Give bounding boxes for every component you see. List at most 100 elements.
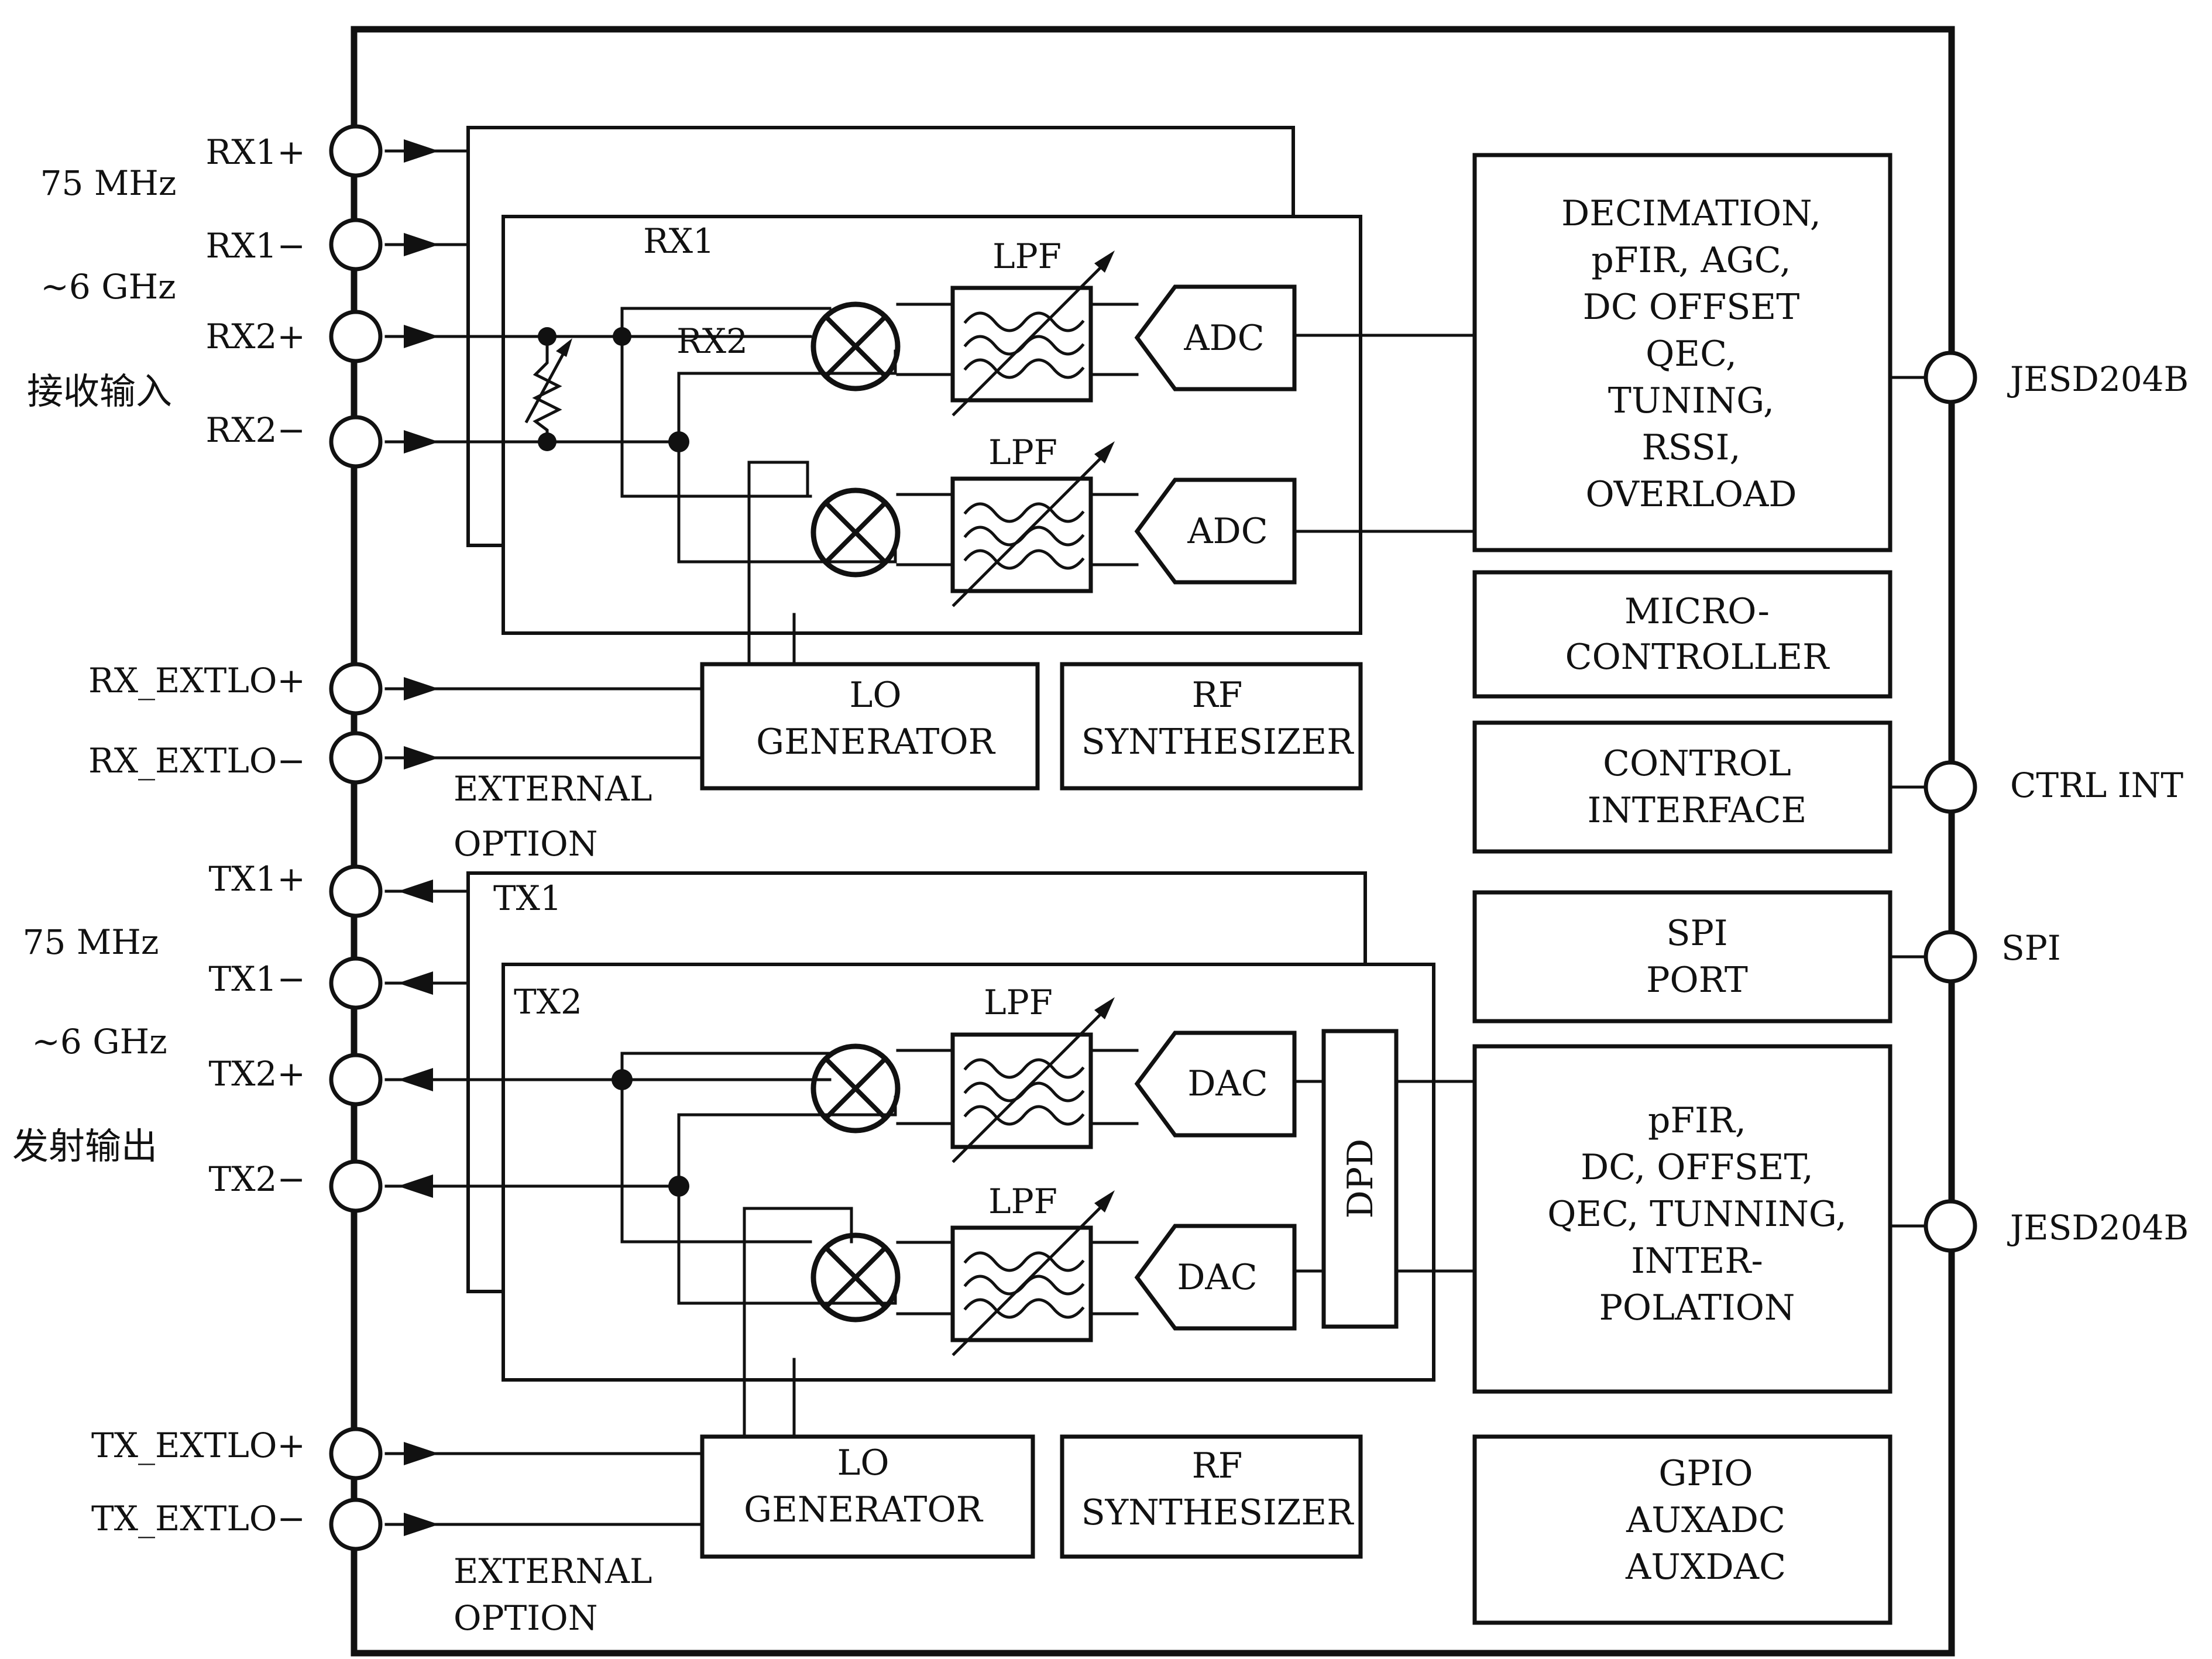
tx-lpf-bottom-label: LPF <box>988 1181 1057 1221</box>
rx-dsp-line: DECIMATION, <box>1561 193 1821 234</box>
arrow-right-icon <box>404 325 439 348</box>
tx-rf-synthesizer-line1: RF <box>1192 1445 1243 1486</box>
control-interface-line2: INTERFACE <box>1588 790 1807 831</box>
pin-rx-extlo-plus <box>329 662 383 716</box>
tx-output-label: 发射输出 <box>12 1125 157 1167</box>
port-label-tx-extlo-minus: TX_EXTLO− <box>91 1499 305 1538</box>
port-label-tx2-minus: TX2− <box>209 1159 305 1199</box>
spi-port-line1: SPI <box>1666 913 1727 954</box>
rx-lo-generator: LO GENERATOR <box>700 662 1040 791</box>
gpio-line3: AUXDAC <box>1625 1547 1786 1588</box>
rx-lo-generator-line1: LO <box>849 675 901 716</box>
port-label-tx-extlo-plus: TX_EXTLO+ <box>91 1426 305 1465</box>
tx-dsp-line: pFIR, <box>1648 1100 1746 1141</box>
rx2-label: RX2 <box>676 321 748 361</box>
tx-lpf-top-label: LPF <box>984 983 1053 1022</box>
control-interface-line1: CONTROL <box>1603 743 1791 784</box>
arrow-right-icon <box>404 677 439 700</box>
port-label-rx-extlo-plus: RX_EXTLO+ <box>88 661 305 700</box>
microcontroller-line1: MICRO- <box>1624 591 1770 632</box>
spi-port-line2: PORT <box>1646 960 1748 1001</box>
port-label-ctrl-int: CTRL INT <box>2010 765 2183 805</box>
rx-frequency-high: ~6 GHz <box>40 267 176 307</box>
tx-dac-top: DAC <box>1134 1031 1297 1138</box>
rx1-channel-frame <box>466 126 1295 547</box>
rx-adc-top: ADC <box>1134 284 1297 391</box>
rx-rf-synthesizer: RF SYNTHESIZER <box>1060 662 1363 791</box>
gpio-block: GPIO AUXADC AUXDAC <box>1472 1434 1892 1625</box>
rx-dsp-line: QEC, <box>1646 334 1737 375</box>
arrow-left-icon <box>398 1174 433 1198</box>
arrow-left-icon <box>398 1068 433 1091</box>
arrow-right-icon <box>404 1513 439 1536</box>
pin-tx2-plus <box>329 1053 383 1107</box>
microcontroller-line2: CONTROLLER <box>1565 637 1830 678</box>
tx-frequency-high: ~6 GHz <box>32 1022 167 1062</box>
rx-input-label: 接收输入 <box>27 370 172 413</box>
chip-outline <box>351 26 1955 1657</box>
arrow-right-icon <box>404 1442 439 1465</box>
port-label-rx2-minus: RX2− <box>206 410 305 450</box>
rx-frequency-low: 75 MHz <box>40 163 177 203</box>
rx-lpf-top <box>950 250 1115 417</box>
rx-rf-synthesizer-line1: RF <box>1192 675 1243 716</box>
spi-port-block: SPI PORT <box>1472 890 1892 1023</box>
tx-dsp-line: INTER- <box>1631 1241 1763 1282</box>
arrow-right-icon <box>404 746 439 770</box>
rx-dsp-line: RSSI, <box>1641 427 1740 468</box>
rx-external-option-line2: OPTION <box>454 824 597 864</box>
tx2-channel-frame <box>502 963 1435 1382</box>
rx1-label: RX1 <box>643 221 715 261</box>
right-pins <box>1924 351 1977 1253</box>
pin-rx-extlo-minus <box>329 731 383 785</box>
tx-dac-top-label: DAC <box>1187 1063 1268 1104</box>
left-pins <box>329 124 383 1551</box>
gpio-line1: GPIO <box>1658 1453 1753 1494</box>
pin-jesd204b-tx <box>1924 1199 1977 1253</box>
pin-tx2-minus <box>329 1159 383 1213</box>
rx-mixer-top-icon <box>810 301 901 391</box>
rx-dsp-line: TUNING, <box>1608 380 1774 421</box>
rx-lpf-bottom-label: LPF <box>988 432 1057 472</box>
rx-dsp-line: DC OFFSET <box>1583 287 1799 328</box>
rx-adc-bottom: ADC <box>1134 478 1297 585</box>
tx-mixer-bottom-icon <box>810 1232 901 1323</box>
rx-dsp-line: OVERLOAD <box>1586 474 1797 515</box>
tx-lpf-top <box>950 997 1115 1163</box>
port-label-rx1-minus: RX1− <box>206 226 305 266</box>
rx-dsp-block: DECIMATION, pFIR, AGC, DC OFFSET QEC, TU… <box>1472 153 1892 552</box>
variable-attenuator-icon <box>532 335 562 444</box>
control-interface-block: CONTROL INTERFACE <box>1472 720 1892 854</box>
port-label-spi: SPI <box>2001 928 2061 968</box>
port-label-tx2-plus: TX2+ <box>209 1054 305 1094</box>
pin-rx1-plus <box>329 124 383 178</box>
tx-dsp-line: POLATION <box>1599 1287 1795 1328</box>
port-label-tx1-plus: TX1+ <box>209 859 305 899</box>
pin-ctrl-int <box>1924 760 1977 814</box>
tx-dac-bottom-label: DAC <box>1177 1257 1257 1298</box>
tx2-label: TX2 <box>514 982 582 1022</box>
tx-lo-generator-line1: LO <box>837 1442 889 1483</box>
tx-external-option-line2: OPTION <box>454 1598 597 1638</box>
rx-external-option-line1: EXTERNAL <box>454 769 652 809</box>
rx-dsp-line: pFIR, AGC, <box>1591 240 1791 281</box>
arrow-right-icon <box>404 233 439 256</box>
tx-dsp-line: QEC, TUNNING, <box>1547 1194 1847 1235</box>
pin-tx1-plus <box>329 864 383 918</box>
arrow-right-icon <box>404 139 439 163</box>
pin-spi <box>1924 930 1977 984</box>
tx-rf-synthesizer-line2: SYNTHESIZER <box>1081 1492 1355 1533</box>
port-label-rx-extlo-minus: RX_EXTLO− <box>88 741 305 781</box>
pin-rx2-plus <box>329 310 383 363</box>
pin-tx-extlo-minus <box>329 1497 383 1551</box>
tx-external-option-line1: EXTERNAL <box>454 1551 652 1591</box>
port-label-rx2-plus: RX2+ <box>206 317 305 356</box>
arrow-right-icon <box>404 430 439 454</box>
tx-dac-bottom: DAC <box>1134 1224 1297 1331</box>
tx1-channel-frame <box>466 871 1367 1293</box>
rx-adc-top-label: ADC <box>1183 318 1264 359</box>
port-label-rx1-plus: RX1+ <box>206 132 305 172</box>
tx-rf-synthesizer: RF SYNTHESIZER <box>1060 1434 1363 1559</box>
rx-lo-generator-line2: GENERATOR <box>756 722 995 762</box>
